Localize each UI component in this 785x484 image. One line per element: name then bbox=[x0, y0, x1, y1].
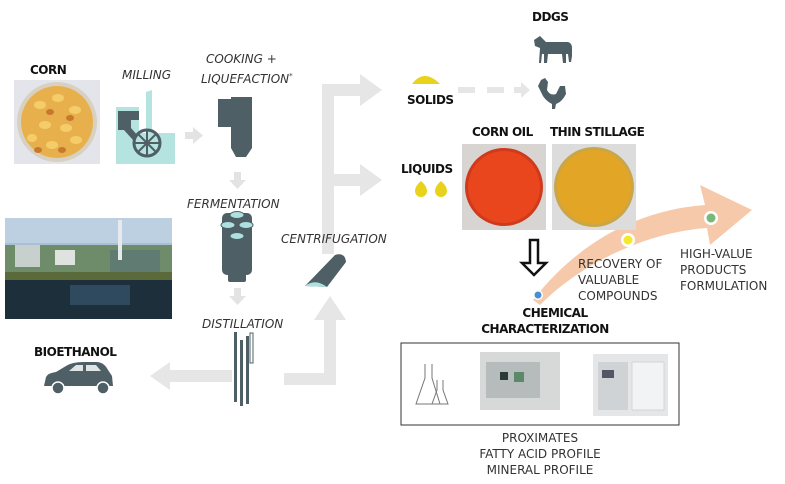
down-arrow-icon bbox=[518, 238, 550, 277]
label-liquefaction-text: LIQUEFACTION bbox=[201, 72, 290, 86]
cooker-icon bbox=[218, 97, 252, 157]
label-ddgs: DDGS bbox=[532, 10, 569, 24]
label-cooking: COOKING + bbox=[206, 52, 277, 66]
plant-photo bbox=[5, 218, 172, 319]
label-analysis-proximates: PROXIMATES bbox=[501, 431, 579, 445]
label-high-value-line1: HIGH-VALUE bbox=[680, 247, 753, 261]
label-recovery-line3: COMPOUNDS bbox=[578, 289, 658, 303]
rooster-icon bbox=[538, 78, 566, 109]
thin-stillage-photo bbox=[552, 144, 636, 230]
corn-oil-photo bbox=[462, 144, 546, 230]
arrow-to-solids-liquids bbox=[322, 74, 382, 254]
droplet-icon bbox=[415, 181, 447, 197]
label-centrifugation: CENTRIFUGATION bbox=[281, 232, 387, 246]
label-distillation: DISTILLATION bbox=[202, 317, 284, 331]
label-fermentation: FERMENTATION bbox=[187, 197, 280, 211]
label-high-value: HIGH-VALUE PRODUCTS FORMULATION bbox=[680, 246, 767, 294]
label-analysis-fatty-acid: FATTY ACID PROFILE bbox=[479, 447, 601, 461]
value-chain-arrow-shape bbox=[533, 185, 752, 305]
arrow-milling-to-cooking bbox=[185, 127, 203, 144]
corn-photo bbox=[14, 80, 100, 164]
label-recovery-line1: RECOVERY OF bbox=[578, 257, 663, 271]
label-liquids: LIQUIDS bbox=[401, 162, 453, 176]
label-analysis-mineral: MINERAL PROFILE bbox=[486, 463, 594, 477]
cow-icon bbox=[534, 36, 572, 63]
label-corn-oil: CORN OIL bbox=[472, 125, 533, 139]
centrifuge-icon bbox=[305, 254, 346, 287]
label-bioethanol: BIOETHANOL bbox=[34, 345, 117, 359]
distillation-column-icon bbox=[234, 332, 254, 406]
label-chemical-line2: CHARACTERIZATION bbox=[481, 322, 609, 336]
label-liquefaction-mark: * bbox=[289, 72, 293, 80]
arrow-solids-to-ddgs bbox=[458, 82, 530, 98]
car-icon bbox=[44, 362, 113, 395]
label-high-value-line3: FORMULATION bbox=[680, 279, 768, 293]
lab-instrument-photo-2 bbox=[593, 354, 668, 416]
label-analyses: PROXIMATES FATTY ACID PROFILE MINERAL PR… bbox=[440, 430, 640, 478]
arrow-to-centrifugation bbox=[284, 296, 346, 385]
label-liquefaction: LIQUEFACTION* bbox=[201, 72, 293, 86]
label-corn: CORN bbox=[30, 63, 67, 77]
fermenter-icon bbox=[220, 211, 254, 282]
arrow-fermentation-to-distillation bbox=[229, 288, 246, 305]
label-chemical-line1: CHEMICAL bbox=[522, 306, 588, 320]
arrow-cooking-to-fermentation bbox=[229, 172, 246, 189]
mill-icon bbox=[116, 90, 175, 164]
flask-icon bbox=[415, 364, 449, 405]
arrow-to-bioethanol bbox=[150, 362, 232, 390]
solids-pile-icon bbox=[412, 76, 440, 84]
label-thin-stillage: THIN STILLAGE bbox=[550, 125, 645, 139]
label-recovery-line2: VALUABLE bbox=[578, 273, 640, 287]
label-high-value-line2: PRODUCTS bbox=[680, 263, 747, 277]
label-milling: MILLING bbox=[122, 68, 172, 82]
label-solids: SOLIDS bbox=[407, 93, 454, 107]
lab-instrument-photo-1 bbox=[480, 352, 560, 410]
label-recovery: RECOVERY OF VALUABLE COMPOUNDS bbox=[578, 256, 662, 304]
label-chemical-characterization: CHEMICAL CHARACTERIZATION bbox=[480, 305, 630, 337]
